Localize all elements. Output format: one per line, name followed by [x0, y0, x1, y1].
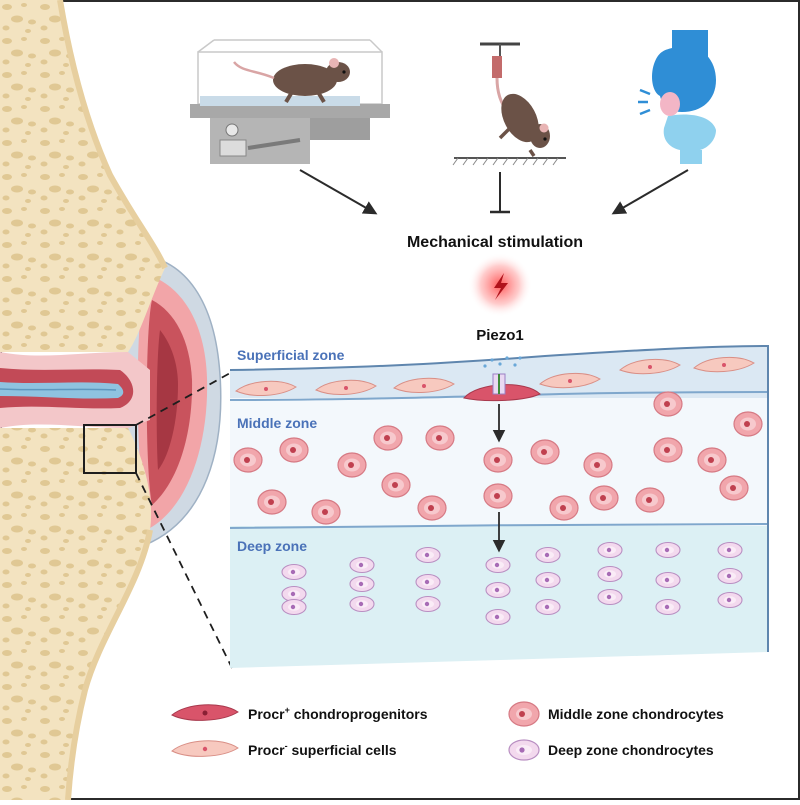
zoom-connector-top [135, 371, 233, 426]
middle-zone-label: Middle zone [237, 415, 317, 431]
knee-joint-injury-icon [638, 30, 716, 164]
middle-zone-cell [635, 487, 665, 513]
deep-zone-cell [281, 598, 307, 616]
superficial-cells [235, 356, 755, 397]
deep-zone-cell [349, 575, 375, 593]
middle-zone-cell [733, 411, 763, 437]
middle-zone-cell [583, 452, 613, 478]
middle-zone-chondrocytes [233, 391, 763, 525]
tail-suspension-mouse-icon [452, 42, 566, 166]
legend-middle-text: Middle zone chondrocytes [548, 706, 724, 722]
lightning-icon [494, 273, 508, 300]
middle-zone-cell [337, 452, 367, 478]
middle-zone-cell [279, 437, 309, 463]
piezo1-label: Piezo1 [476, 327, 524, 344]
middle-zone-cell [653, 391, 683, 417]
mechanical-stimulation-label: Mechanical stimulation [407, 234, 583, 251]
deep-zone-cell [717, 591, 743, 609]
middle-zone-cell [257, 489, 287, 515]
procr-positive-cell-with-piezo1 [463, 356, 541, 402]
deep-zone-cell [415, 573, 441, 591]
legend-procr-neg-text: Procr- superficial cells [248, 741, 397, 758]
cartilage-zoom-panel: Superficial zone Middle zone Deep zone [229, 344, 769, 668]
deep-zone-cell [281, 563, 307, 581]
deep-zone-cell [485, 581, 511, 599]
middle-zone-cell [697, 447, 727, 473]
deep-zone-cell [485, 556, 511, 574]
middle-zone-cell [589, 485, 619, 511]
treadmill-mouse-icon [190, 39, 390, 164]
deep-zone-cell [535, 598, 561, 616]
zoom-box [83, 424, 137, 474]
deep-zone-cell [717, 541, 743, 559]
inhibit-arrow-suspension [490, 172, 510, 214]
deep-zone-cell [349, 556, 375, 574]
knee-joint-cross-section [0, 0, 222, 801]
deep-zone-cell [655, 571, 681, 589]
middle-zone-cell [425, 425, 455, 451]
deep-zone-cell [415, 595, 441, 613]
middle-zone-cell [719, 475, 749, 501]
middle-zone-cell [483, 447, 513, 473]
middle-zone-cell [311, 499, 341, 525]
middle-zone-cell [549, 495, 579, 521]
deep-zone-cell [655, 541, 681, 559]
deep-zone-label: Deep zone [237, 538, 307, 554]
middle-zone-cell [483, 483, 513, 509]
deep-zone-cell [597, 565, 623, 583]
arrow-joint [611, 169, 689, 215]
middle-zone-cell [233, 447, 263, 473]
deep-zone-cell [535, 546, 561, 564]
middle-zone-cell [373, 425, 403, 451]
deep-zone-cell [655, 598, 681, 616]
superficial-zone-label: Superficial zone [237, 347, 345, 363]
legend: Procr+ chondroprogenitors Procr- superfi… [171, 701, 724, 761]
deep-zone-cell [535, 571, 561, 589]
deep-zone-cell [281, 585, 307, 603]
deep-zone-cell [349, 595, 375, 613]
deep-zone-cell [485, 608, 511, 626]
middle-zone-cell [417, 495, 447, 521]
deep-zone-cell [415, 546, 441, 564]
middle-zone-cell [381, 472, 411, 498]
deep-zone-cell [597, 588, 623, 606]
deep-zone-chondrocytes [281, 541, 743, 626]
deep-zone-cell [717, 567, 743, 585]
middle-zone-cell [653, 437, 683, 463]
legend-procr-pos-text: Procr+ chondroprogenitors [248, 705, 428, 722]
deep-zone-cell [597, 541, 623, 559]
legend-deep-text: Deep zone chondrocytes [548, 742, 714, 758]
arrow-treadmill [299, 169, 378, 215]
middle-zone-cell [530, 439, 560, 465]
